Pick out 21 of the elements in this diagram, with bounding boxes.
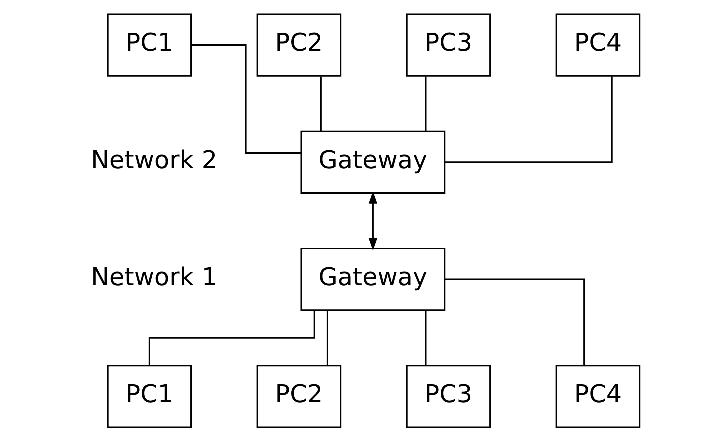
node-box: PC2 [256,365,342,428]
connector [424,310,426,366]
node-box: PC3 [406,14,491,77]
node-box: PC1 [106,14,192,77]
connector [320,76,322,132]
connector [444,76,612,164]
node-box: PC3 [406,365,491,428]
connector [148,310,315,366]
connector [444,278,585,366]
node-box: Gateway [300,130,446,194]
node-box: PC2 [256,14,342,77]
connector [326,310,328,366]
node-box: PC1 [106,365,192,428]
arrow [368,192,377,251]
label: Network 2 [90,145,218,174]
node-box: PC4 [555,365,640,428]
label: Network 1 [90,262,218,292]
node-box: PC4 [555,14,640,77]
connector [424,76,426,132]
node-box: Gateway [300,248,446,312]
connector [191,44,301,154]
